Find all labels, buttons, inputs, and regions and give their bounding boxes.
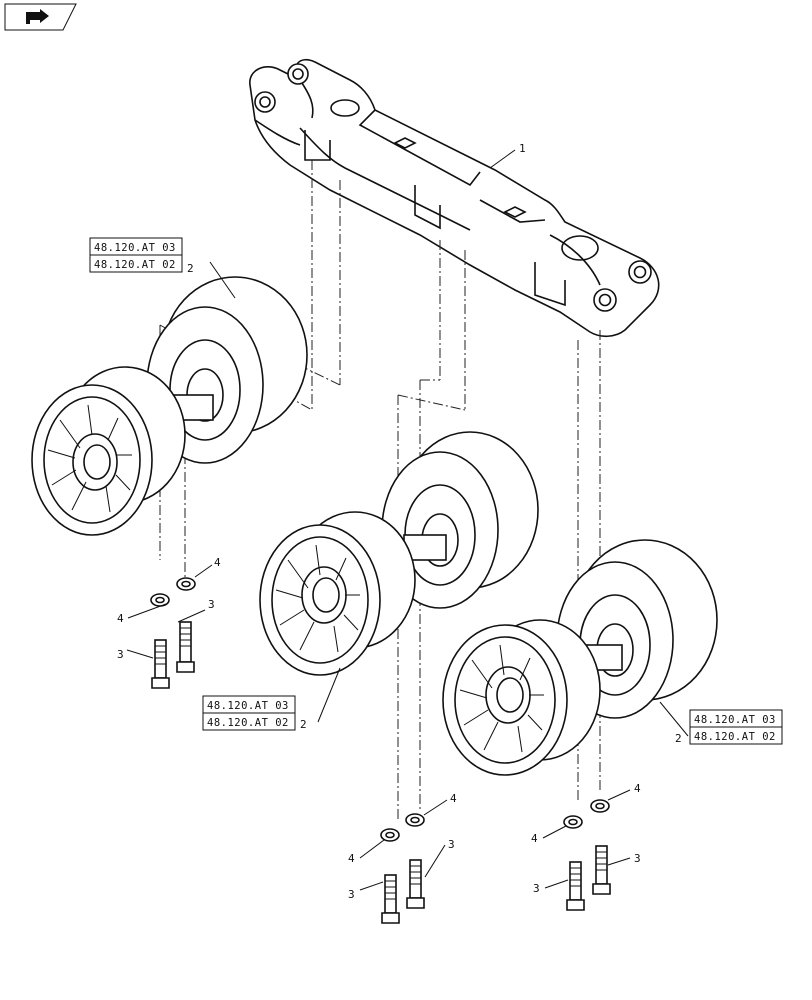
reference-middle-line2[interactable]: 48.120.AT 02 bbox=[207, 717, 289, 729]
callout-bolt-right-2: 3 bbox=[634, 852, 641, 865]
callout-washer-left-1: 4 bbox=[117, 612, 124, 625]
bolt-right-1 bbox=[566, 861, 585, 911]
callout-washer-left-2: 4 bbox=[214, 556, 221, 569]
callout-roller-upper: 2 bbox=[187, 262, 194, 275]
reference-box-upper[interactable]: 48.120.AT 03 48.120.AT 02 bbox=[89, 237, 183, 273]
washer-mid-1 bbox=[380, 828, 400, 842]
washer-right-2 bbox=[590, 799, 610, 813]
bogie-frame bbox=[249, 58, 660, 338]
washer-mid-2 bbox=[405, 813, 425, 827]
bolt-left-2 bbox=[176, 621, 195, 673]
callout-frame: 1 bbox=[519, 142, 526, 155]
callout-bolt-left-2: 3 bbox=[208, 598, 215, 611]
bolt-right-2 bbox=[592, 845, 611, 895]
roller-assembly-right bbox=[442, 539, 718, 776]
callout-washer-right-1: 4 bbox=[531, 832, 538, 845]
reference-box-middle[interactable]: 48.120.AT 03 48.120.AT 02 bbox=[202, 695, 296, 731]
reference-middle-line1[interactable]: 48.120.AT 03 bbox=[207, 700, 289, 712]
callout-roller-middle: 2 bbox=[300, 718, 307, 731]
washer-left-1 bbox=[150, 593, 170, 607]
roller-assembly-upper bbox=[31, 276, 308, 536]
roller-assembly-middle bbox=[259, 431, 539, 676]
reference-right-line2[interactable]: 48.120.AT 02 bbox=[694, 731, 776, 743]
callout-roller-right: 2 bbox=[675, 732, 682, 745]
reference-box-right[interactable]: 48.120.AT 03 48.120.AT 02 bbox=[689, 709, 783, 745]
bolt-left-1 bbox=[151, 639, 170, 689]
callout-washer-right-2: 4 bbox=[634, 782, 641, 795]
reference-upper-line1[interactable]: 48.120.AT 03 bbox=[94, 242, 176, 254]
leader-lines bbox=[126, 149, 689, 891]
bolt-mid-1 bbox=[381, 874, 400, 924]
callout-bolt-left-1: 3 bbox=[117, 648, 124, 661]
reference-upper-line2[interactable]: 48.120.AT 02 bbox=[94, 259, 176, 271]
callout-washer-mid-2: 4 bbox=[450, 792, 457, 805]
washer-right-1 bbox=[563, 815, 583, 829]
washer-left-2 bbox=[176, 577, 196, 591]
return-arrow-icon[interactable] bbox=[4, 3, 77, 31]
callout-washer-mid-1: 4 bbox=[348, 852, 355, 865]
bolt-mid-2 bbox=[406, 859, 425, 909]
callout-bolt-mid-2: 3 bbox=[448, 838, 455, 851]
callout-bolt-right-1: 3 bbox=[533, 882, 540, 895]
callout-bolt-mid-1: 3 bbox=[348, 888, 355, 901]
reference-right-line1[interactable]: 48.120.AT 03 bbox=[694, 714, 776, 726]
